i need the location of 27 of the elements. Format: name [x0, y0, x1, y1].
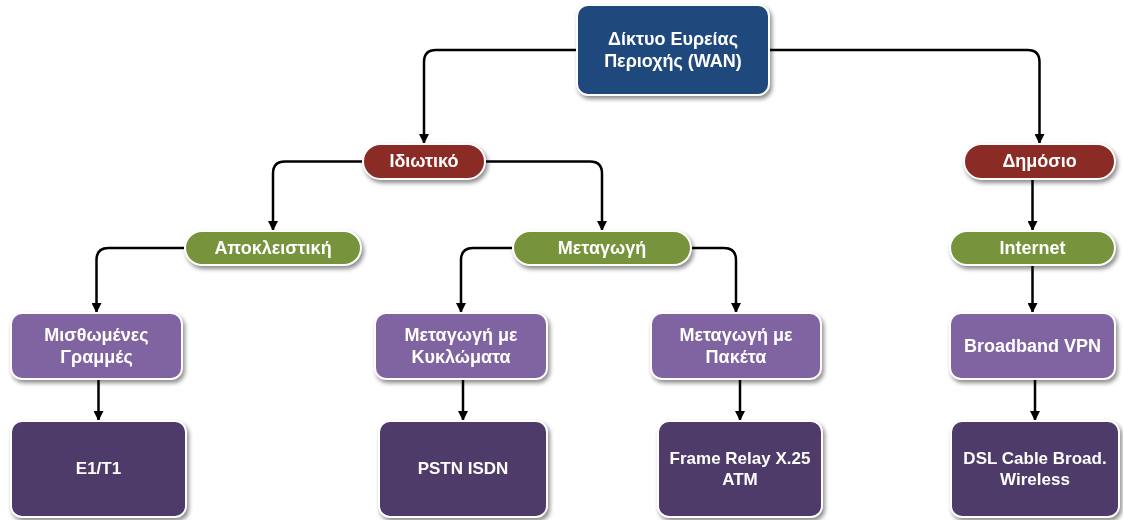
category-pill: Δημόσιο [963, 143, 1116, 180]
type-box: Μισθωμένες Γραμμές [10, 312, 183, 380]
category-pill: Ιδιωτικό [362, 143, 486, 180]
connector-arrow [419, 48, 576, 144]
type-box: Broadband VPN [949, 312, 1116, 380]
technology-box: E1/T1 [10, 420, 187, 518]
connector-arrow [93, 380, 104, 421]
connector-arrow [1027, 266, 1038, 313]
type-box: Μεταγωγή με Κυκλώματα [374, 312, 548, 380]
connector-arrow [692, 246, 741, 313]
connector-arrow [735, 380, 745, 421]
technology-box: DSL Cable Broad. Wireless [950, 420, 1120, 518]
type-box: Μεταγωγή με Πακέτα [650, 312, 822, 380]
connector-arrow [268, 160, 362, 231]
connector-arrow [1030, 380, 1040, 421]
connector-arrow [91, 246, 184, 313]
subcategory-pill: Αποκλειστική [184, 230, 362, 266]
technology-box: Frame Relay X.25 ATM [657, 420, 823, 518]
root-box: Δίκτυο Ευρείας Περιοχής (WAN) [576, 4, 770, 96]
subcategory-pill: Internet [949, 230, 1116, 266]
connector-arrow [770, 48, 1045, 144]
technology-box: PSTN ISDN [378, 420, 548, 518]
connector-arrow [1027, 180, 1038, 231]
subcategory-pill: Μεταγωγή [512, 230, 692, 266]
connector-arrow [458, 380, 468, 421]
connector-arrow [456, 246, 512, 313]
connector-arrow [486, 160, 607, 231]
